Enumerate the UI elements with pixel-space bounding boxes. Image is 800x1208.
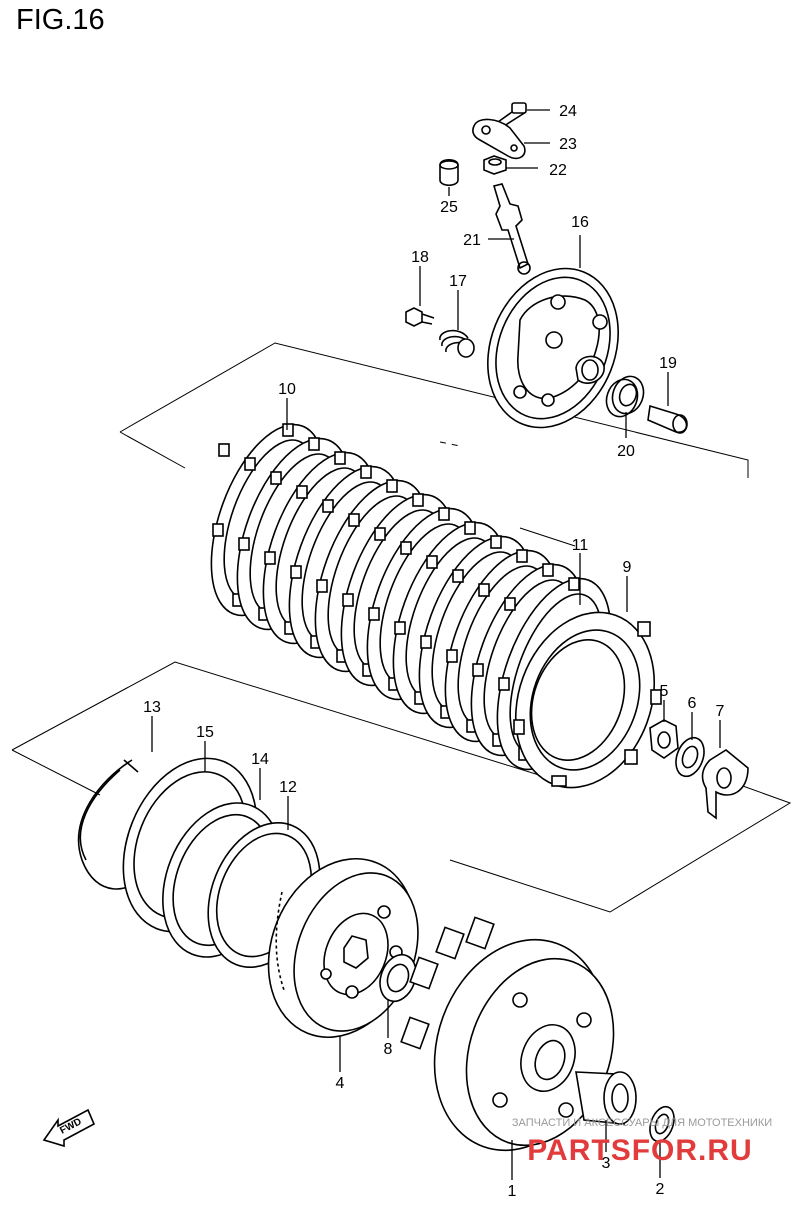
plate-tab [542, 563, 554, 577]
plate-tab [472, 663, 484, 677]
plate-tab [412, 493, 424, 507]
plate-tab [498, 677, 510, 691]
part-7-lock-washer [701, 749, 749, 820]
callout-8: 8 [384, 1041, 393, 1058]
plate-tab [464, 521, 476, 535]
part-25-cap [439, 158, 459, 187]
part-22-nut [483, 155, 507, 175]
part-9-clutch-plate [513, 611, 662, 789]
fwd-arrow: FWD [42, 1108, 96, 1148]
plate-tab [446, 649, 458, 663]
plate-tab [334, 451, 346, 465]
plate-tab [420, 635, 432, 649]
plate-tab [374, 527, 386, 541]
plate-tab [342, 593, 354, 607]
plate-tab [568, 577, 580, 591]
callout-1: 1 [508, 1183, 517, 1200]
plate-tab [238, 537, 250, 551]
callout-2: 2 [656, 1181, 665, 1198]
part-6-washer [675, 736, 705, 778]
callout-17: 17 [449, 273, 467, 290]
callout-labels: 24 23 22 25 21 16 18 17 19 20 10 11 9 5 … [143, 103, 724, 1200]
plate-tab [218, 443, 230, 457]
callout-7: 7 [716, 703, 725, 720]
callout-11: 11 [572, 537, 589, 554]
plate-tab [490, 535, 502, 549]
plate-tab [244, 457, 256, 471]
watermark-subtitle: ЗАПЧАСТИ И АКСЕССУАРЫ ДЛЯ МОТОТЕХНИКИ [512, 1117, 772, 1129]
plate-tab [316, 579, 328, 593]
callout-19: 19 [659, 355, 677, 372]
plate-tab [400, 541, 412, 555]
callout-23: 23 [559, 136, 577, 153]
plate-tab [282, 423, 294, 437]
part-8-washer [379, 953, 417, 1003]
part-17-spring [439, 329, 475, 358]
part-3-sleeve [575, 1071, 637, 1125]
part-20-bearing [605, 375, 645, 418]
plate-tab [360, 465, 372, 479]
callout-13: 13 [143, 699, 161, 716]
plate-tab [308, 437, 320, 451]
callout-25: 25 [440, 199, 458, 216]
plate-tab [290, 565, 302, 579]
part-23-release-arm [472, 118, 526, 160]
plate-tab [270, 471, 282, 485]
leader-lines [151, 109, 721, 1180]
watermark: ЗАПЧАСТИ И АКСЕССУАРЫ ДЛЯ МОТОТЕХНИКИ PA… [512, 1117, 772, 1167]
callout-9: 9 [623, 559, 632, 576]
callout-15: 15 [196, 724, 214, 741]
part-2-washer [649, 1105, 675, 1143]
callout-21: 21 [463, 232, 481, 249]
plate-tab [478, 583, 490, 597]
plate-tab [296, 485, 308, 499]
figure-title: FIG.16 [16, 4, 105, 36]
plate-tab [348, 513, 360, 527]
plate-tab [438, 507, 450, 521]
plate-tab [386, 479, 398, 493]
plate-tab [452, 569, 464, 583]
plate-tab [516, 549, 528, 563]
part-19-bolt [647, 404, 688, 434]
callout-10: 10 [278, 381, 296, 398]
callout-3: 3 [602, 1155, 611, 1172]
watermark-brand: PARTSFOR.RU [527, 1134, 752, 1167]
callout-18: 18 [411, 249, 429, 266]
part-1-clutch-housing [400, 916, 615, 1152]
plate-tab [264, 551, 276, 565]
callout-20: 20 [617, 443, 635, 460]
plate-tab [368, 607, 380, 621]
callout-4: 4 [336, 1075, 345, 1092]
plate-tab [394, 621, 406, 635]
part-5-nut [649, 719, 679, 759]
part-24-bolt [497, 102, 527, 127]
callout-12: 12 [279, 779, 297, 796]
callout-5: 5 [660, 683, 669, 700]
callout-14: 14 [251, 751, 269, 768]
group-outline-lower [11, 661, 792, 913]
part-16-pressure-plate [487, 267, 619, 429]
callout-6: 6 [688, 695, 697, 712]
part-18-bolt [405, 307, 435, 327]
callout-24: 24 [559, 103, 577, 120]
callout-22: 22 [549, 162, 567, 179]
plate-tab [212, 523, 224, 537]
callout-16: 16 [571, 214, 589, 231]
plate-tab [504, 597, 516, 611]
plate-tab [322, 499, 334, 513]
part-21-push-rod [492, 183, 531, 275]
plate-tab [426, 555, 438, 569]
